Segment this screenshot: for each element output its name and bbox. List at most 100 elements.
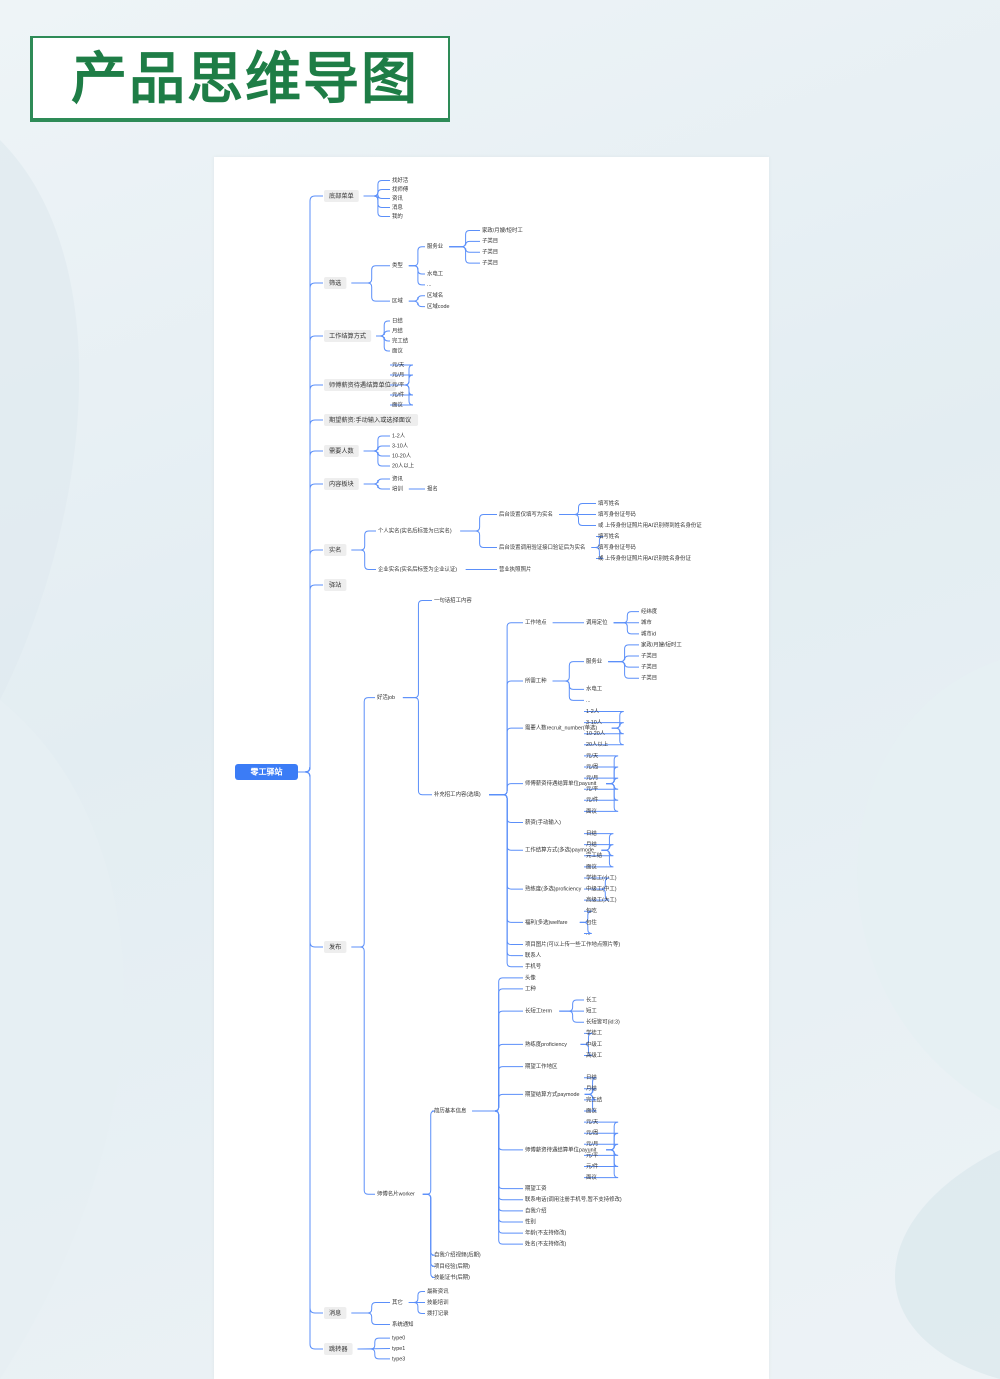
connector-line bbox=[408, 246, 425, 267]
node-label: 报名 bbox=[427, 484, 438, 492]
connector-line bbox=[449, 229, 480, 248]
node-label: 资讯 bbox=[392, 474, 403, 482]
branch-node-label: 实名 bbox=[329, 546, 341, 554]
connector-line bbox=[489, 783, 523, 796]
node-label: 找好活 bbox=[392, 176, 409, 184]
node-label: 元/月 bbox=[586, 1141, 598, 1148]
node-label: type1 bbox=[392, 1346, 405, 1352]
node-label: 完工结 bbox=[392, 336, 409, 344]
connector-line bbox=[376, 335, 390, 352]
node-label: 填写姓名 bbox=[598, 499, 620, 507]
connector-line bbox=[552, 680, 584, 701]
connector-line bbox=[449, 240, 480, 248]
connector-line bbox=[363, 478, 390, 485]
connector-line bbox=[559, 503, 596, 515]
node-label: 1-2人 bbox=[392, 432, 406, 439]
node-label: 资讯 bbox=[392, 194, 403, 202]
branch-node bbox=[324, 579, 347, 591]
node-label: 服务业 bbox=[427, 242, 444, 250]
node-label: 企业实名(实名后标签为企业认证) bbox=[378, 565, 457, 573]
node-label: 师傅薪资待遇结算单位payunit bbox=[525, 779, 597, 787]
node-label: 或 上传身份证照片用AI识别得到姓名身份证 bbox=[598, 521, 702, 529]
connector-line bbox=[408, 1302, 425, 1314]
branch-node-label: 发布 bbox=[329, 943, 341, 951]
node-label: 面议 bbox=[586, 807, 597, 815]
trunk-connector bbox=[298, 584, 323, 773]
connector-line bbox=[489, 680, 523, 796]
connector-line bbox=[584, 1093, 597, 1112]
node-label: 项目图片(可以上传一些工作地点照片等) bbox=[525, 940, 620, 948]
connector-line bbox=[363, 435, 390, 452]
node-label: 联系电话(调用注册手机号,暂不支持修改) bbox=[525, 1195, 622, 1203]
node-label: 技能培训 bbox=[427, 1298, 449, 1306]
node-label: 年龄(不支持修改) bbox=[525, 1228, 567, 1236]
node-label: 个人实名(实名后标签为已实名) bbox=[378, 526, 452, 534]
node-label: 元/天 bbox=[392, 361, 405, 368]
node-label: 师傅薪资待遇结算单位payunit bbox=[525, 1145, 597, 1153]
connector-line bbox=[472, 1110, 523, 1151]
connector-line bbox=[559, 1010, 584, 1023]
branch-node bbox=[324, 414, 419, 426]
branch-node bbox=[324, 941, 347, 953]
node-label: 区域名 bbox=[427, 291, 443, 299]
connector-line bbox=[472, 1043, 523, 1112]
connector-line bbox=[584, 727, 624, 746]
node-label: 月结 bbox=[586, 1084, 597, 1092]
node-label: 找师傅 bbox=[392, 185, 409, 193]
node-label: 水电工 bbox=[427, 269, 444, 277]
node-label: 长工 bbox=[586, 995, 597, 1003]
node-label: ... bbox=[427, 282, 432, 288]
node-label: 面议 bbox=[586, 1106, 597, 1114]
node-label: 期望工作地区 bbox=[525, 1062, 558, 1070]
connector-line bbox=[351, 282, 390, 302]
connector-line bbox=[460, 530, 497, 548]
connector-line bbox=[402, 697, 432, 796]
connector-line bbox=[351, 530, 376, 551]
node-label: 完工结 bbox=[586, 1095, 603, 1103]
node-label: 经纬度 bbox=[641, 607, 658, 615]
node-label: 10-20人 bbox=[586, 730, 606, 737]
node-label: 面议 bbox=[392, 346, 403, 354]
node-label: 长短工term bbox=[525, 1007, 552, 1015]
connector-line bbox=[460, 514, 497, 532]
node-label: 子类目 bbox=[641, 651, 657, 659]
node-label: 城市id bbox=[641, 629, 656, 637]
node-label: 学徒工 bbox=[586, 1029, 603, 1037]
node-label: 3-10人 bbox=[586, 719, 603, 726]
node-label: 元/月 bbox=[392, 371, 404, 378]
connector-line bbox=[472, 988, 523, 1112]
node-label: 子类目 bbox=[641, 674, 657, 682]
node-label: 填写姓名 bbox=[598, 532, 620, 540]
node-label: 所需工种 bbox=[525, 676, 547, 684]
node-label: 薪资(手动输入) bbox=[525, 818, 561, 826]
branch-node-label: 工作结算方式 bbox=[329, 332, 366, 340]
connector-line bbox=[422, 1193, 435, 1256]
connector-line bbox=[472, 1110, 523, 1201]
branch-node bbox=[324, 379, 396, 391]
connector-line bbox=[351, 265, 390, 284]
node-label: 中级工 bbox=[586, 1040, 603, 1048]
branch-node-label: 需要人数 bbox=[329, 447, 355, 455]
node-label: 头像 bbox=[525, 973, 536, 981]
node-label: 长短皆可(id:3) bbox=[586, 1018, 620, 1026]
node-label: 包住 bbox=[586, 918, 597, 926]
connector-line bbox=[422, 1110, 435, 1195]
node-label: 元/月 bbox=[586, 775, 598, 782]
connector-line bbox=[559, 999, 584, 1012]
connector-line bbox=[584, 849, 614, 868]
node-label: 子类目 bbox=[482, 248, 498, 256]
node-label: 类型 bbox=[392, 261, 403, 269]
node-label: ... bbox=[586, 698, 591, 704]
connector-line bbox=[608, 644, 639, 663]
branch-node bbox=[324, 190, 359, 202]
branch-node-label: 消息 bbox=[329, 1309, 341, 1317]
connector-line bbox=[408, 295, 425, 302]
node-label: 服务业 bbox=[586, 657, 603, 665]
node-label: 日结 bbox=[586, 829, 597, 837]
page-title: 产品思维导图 bbox=[71, 47, 419, 112]
node-label: 好活job bbox=[377, 693, 395, 701]
connector-line bbox=[489, 794, 523, 890]
trunk-connector bbox=[298, 771, 323, 1350]
title-banner: 产品思维导图 bbox=[30, 36, 450, 122]
